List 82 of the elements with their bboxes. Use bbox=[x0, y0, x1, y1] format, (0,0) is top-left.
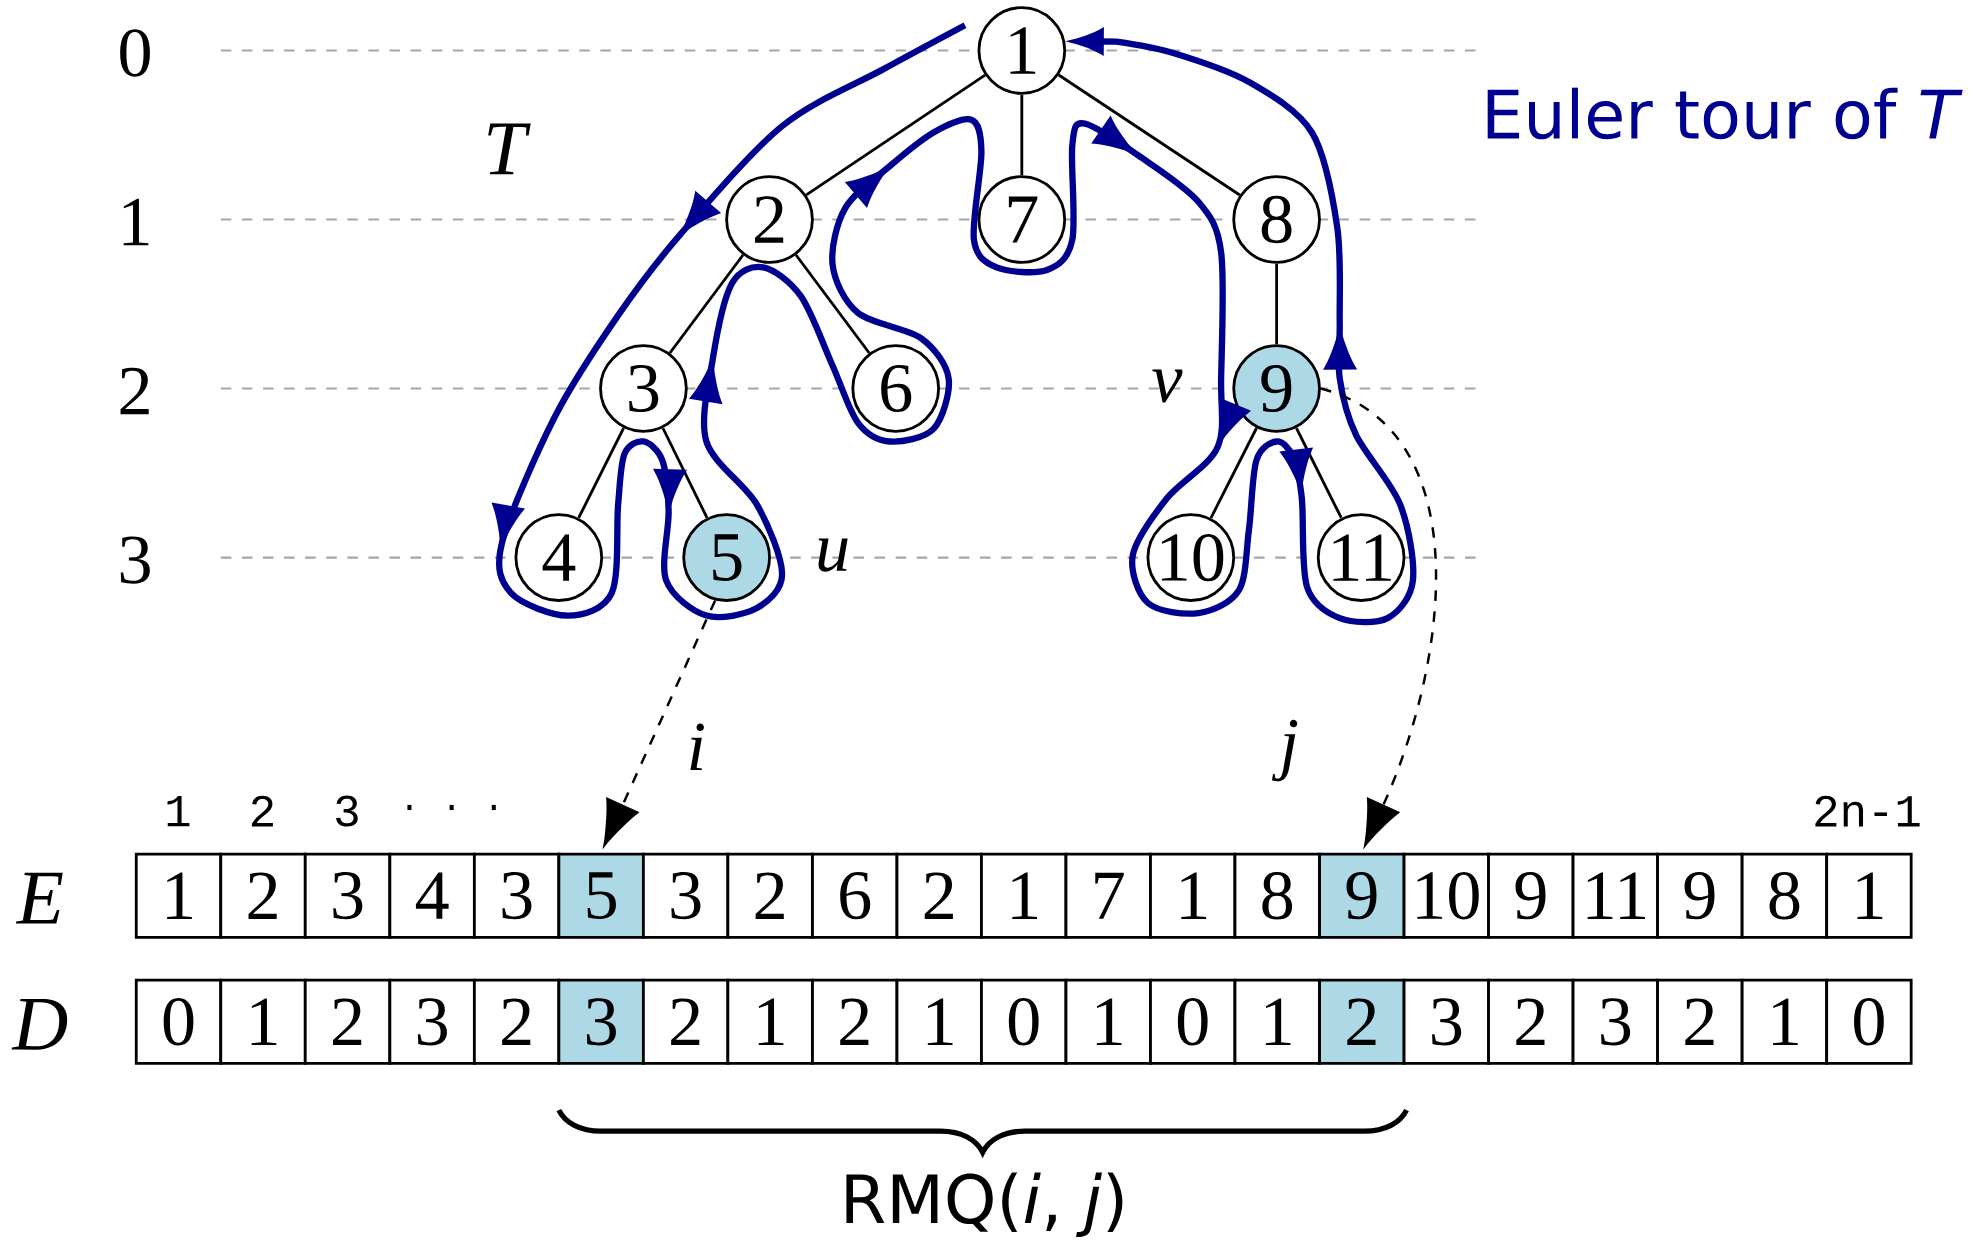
range-label: RMQ(i, j) bbox=[846, 1172, 1123, 1238]
array-cell: 1 bbox=[726, 978, 814, 1065]
tree-edge bbox=[661, 427, 709, 519]
dashed-arrow bbox=[1320, 387, 1437, 847]
array-cell: 3 bbox=[472, 852, 561, 939]
array-cell: 0 bbox=[1149, 978, 1237, 1065]
array-cell: 3 bbox=[388, 978, 476, 1065]
array-cell: 3 bbox=[1402, 978, 1490, 1065]
array-cell: 9 bbox=[1656, 852, 1744, 939]
tree-edge bbox=[794, 254, 871, 354]
tree-node: 11 bbox=[1316, 513, 1406, 602]
array-cell: 0 bbox=[1825, 978, 1913, 1065]
array-cell: 1 bbox=[895, 978, 983, 1065]
level-number: 3 bbox=[120, 536, 150, 584]
array-cell: 2 bbox=[811, 978, 899, 1065]
math-label: T bbox=[488, 123, 531, 175]
array-cell: 1 bbox=[1149, 852, 1237, 939]
array-cell: 2 bbox=[1656, 978, 1744, 1065]
tree-node: 8 bbox=[1232, 175, 1321, 264]
level-number: 0 bbox=[120, 29, 150, 77]
tree-node: 7 bbox=[977, 175, 1067, 264]
math-label: D bbox=[11, 999, 68, 1050]
array-cell: 3 bbox=[641, 852, 730, 939]
tree-node: 2 bbox=[725, 175, 814, 264]
tree-edge bbox=[1057, 73, 1241, 197]
tree-edge bbox=[577, 427, 625, 519]
index-label: · · · bbox=[407, 805, 496, 811]
array-cell: 5 bbox=[557, 852, 645, 939]
array-cell: 2 bbox=[1318, 978, 1406, 1065]
array-cell: 1 bbox=[980, 852, 1068, 939]
array-cell: 3 bbox=[303, 852, 392, 939]
array-cell: 2 bbox=[472, 978, 561, 1065]
array-cell: 0 bbox=[134, 978, 223, 1065]
array-cell: 1 bbox=[219, 978, 307, 1065]
array-cell: 2 bbox=[726, 852, 814, 939]
array-cell: 2 bbox=[895, 852, 983, 939]
index-label: 2 bbox=[251, 795, 273, 827]
array-cell: 10 bbox=[1402, 852, 1490, 939]
tree-node: 6 bbox=[851, 344, 940, 433]
level-number: 2 bbox=[120, 367, 149, 415]
tree-edge bbox=[1275, 263, 1279, 345]
index-label: 3 bbox=[336, 795, 358, 827]
caption-text: Euler tour of T bbox=[1487, 87, 1963, 140]
array-cell: 8 bbox=[1233, 852, 1321, 939]
tree-node: 3 bbox=[599, 344, 688, 433]
tree-edge bbox=[668, 254, 745, 354]
tree-edge bbox=[1209, 427, 1258, 519]
array-cell: 2 bbox=[641, 978, 730, 1065]
array-cell: 9 bbox=[1487, 852, 1575, 939]
euler-tour-arrow bbox=[493, 22, 1417, 625]
index-label: 1 bbox=[167, 796, 190, 827]
level-number: 1 bbox=[123, 198, 149, 246]
array-cell: 2 bbox=[219, 852, 307, 939]
array-cell: 11 bbox=[1571, 852, 1659, 939]
array-cell: 8 bbox=[1740, 852, 1829, 939]
tree-edge bbox=[1020, 94, 1024, 176]
tree-node: 4 bbox=[514, 513, 604, 602]
array-cell: 1 bbox=[1064, 978, 1152, 1065]
array-cell: 3 bbox=[1571, 978, 1659, 1065]
node-label: v bbox=[1152, 369, 1183, 403]
array-cell: 0 bbox=[980, 978, 1068, 1065]
array-cell: 9 bbox=[1318, 852, 1406, 939]
edge-label: j bbox=[1271, 719, 1298, 782]
tree-edge bbox=[1295, 427, 1343, 519]
array-cell: 7 bbox=[1064, 852, 1152, 939]
array-cell: 4 bbox=[388, 852, 476, 939]
index-label: 2n-1 bbox=[1815, 795, 1920, 827]
array-cell: 2 bbox=[303, 978, 392, 1065]
math-label: E bbox=[15, 872, 63, 924]
array-cell: 6 bbox=[811, 852, 899, 939]
array-cell: 2 bbox=[1487, 978, 1575, 1065]
array-cell: 1 bbox=[1740, 978, 1829, 1065]
tree-node: 10 bbox=[1146, 513, 1236, 602]
array-cell: 1 bbox=[1825, 852, 1913, 939]
array-cell: 3 bbox=[557, 978, 645, 1065]
array-cell: 1 bbox=[1233, 978, 1321, 1065]
tree-node: 1 bbox=[977, 6, 1067, 95]
tree-edge bbox=[805, 74, 986, 197]
node-label: u bbox=[818, 538, 848, 572]
tree-node: 9 bbox=[1232, 344, 1321, 433]
tree-node: 5 bbox=[682, 513, 771, 602]
array-cell: 1 bbox=[134, 852, 223, 939]
